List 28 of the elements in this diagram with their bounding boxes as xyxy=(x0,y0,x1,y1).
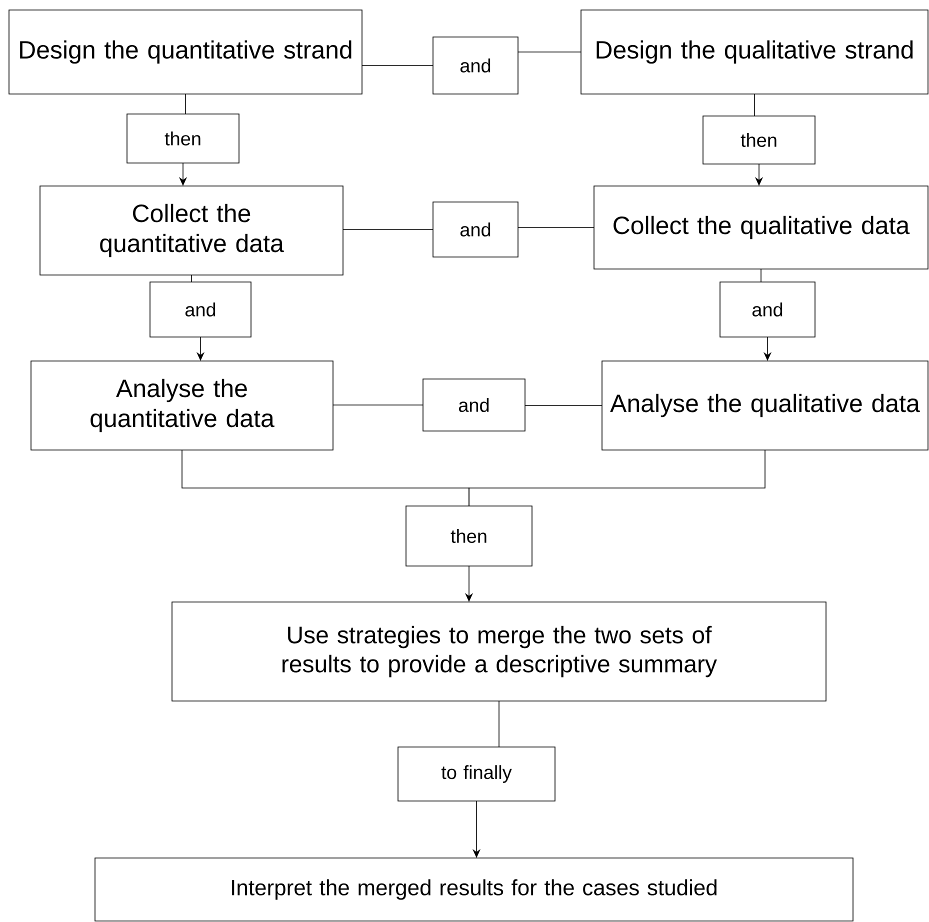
label-box: then xyxy=(126,114,240,164)
process-box: Design the quantitative strand xyxy=(8,10,362,94)
connector xyxy=(362,65,434,66)
label-box: and xyxy=(422,378,526,432)
label-box: and xyxy=(720,282,816,338)
process-box: Collect the quantitative data xyxy=(40,186,344,276)
connector xyxy=(191,274,192,282)
connector xyxy=(518,227,594,228)
label-box: to finally xyxy=(398,746,556,802)
connector xyxy=(754,94,755,116)
connector xyxy=(185,94,186,114)
connector xyxy=(342,229,434,230)
connector xyxy=(524,405,602,406)
label-box: and xyxy=(150,282,252,338)
connector xyxy=(332,404,424,406)
process-box: Analyse the quantitative data xyxy=(30,360,334,450)
connector xyxy=(468,450,766,506)
label-box: then xyxy=(406,506,532,566)
label-box: and xyxy=(432,202,518,258)
connector xyxy=(760,268,762,282)
label-box: then xyxy=(702,116,816,164)
process-box: Use strategies to merge the two sets of results to provide a descriptive summary xyxy=(172,602,826,702)
connector xyxy=(498,700,500,748)
process-box: Interpret the merged results for the cases studied xyxy=(94,858,854,922)
process-box: Collect the qualitative data xyxy=(594,186,928,270)
process-box: Analyse the qualitative data xyxy=(602,360,928,450)
label-box: and xyxy=(432,36,518,94)
process-box: Design the qualitative strand xyxy=(580,10,928,94)
